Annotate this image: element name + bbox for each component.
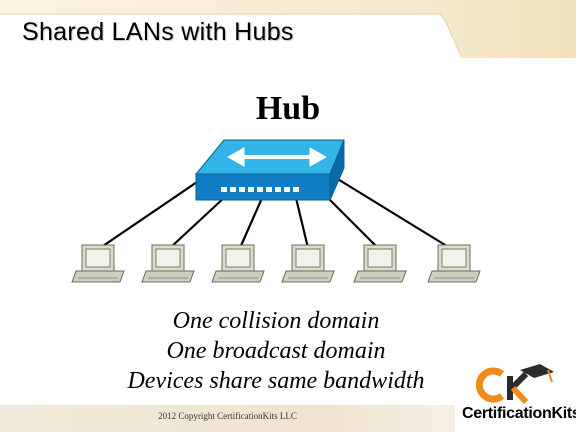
certificationkits-logo: [475, 364, 554, 405]
computer-icon: [427, 244, 481, 283]
hub-cables: [99, 177, 451, 249]
computer-icon: [211, 244, 265, 283]
slide-title: Shared LANs with Hubs: [22, 18, 294, 46]
footer-band: [0, 405, 455, 432]
computer-icon: [71, 244, 125, 283]
hub-label: Hub: [255, 90, 321, 127]
logo-text: CertificationKits: [462, 405, 576, 422]
copyright-text: 2012 Copyright CertificationKits LLC: [158, 411, 297, 421]
computer-icon: [281, 244, 335, 283]
caption-shared-bandwidth: Devices share same bandwidth: [127, 368, 425, 394]
double-arrow-icon: [226, 147, 328, 167]
hub-icon: [194, 139, 345, 201]
caption-collision-domain: One collision domain: [172, 308, 380, 334]
computer-icon: [141, 244, 195, 283]
computers: [71, 244, 481, 283]
computer-icon: [353, 244, 407, 283]
title-band: [0, 0, 576, 58]
caption-broadcast-domain: One broadcast domain: [166, 338, 386, 364]
